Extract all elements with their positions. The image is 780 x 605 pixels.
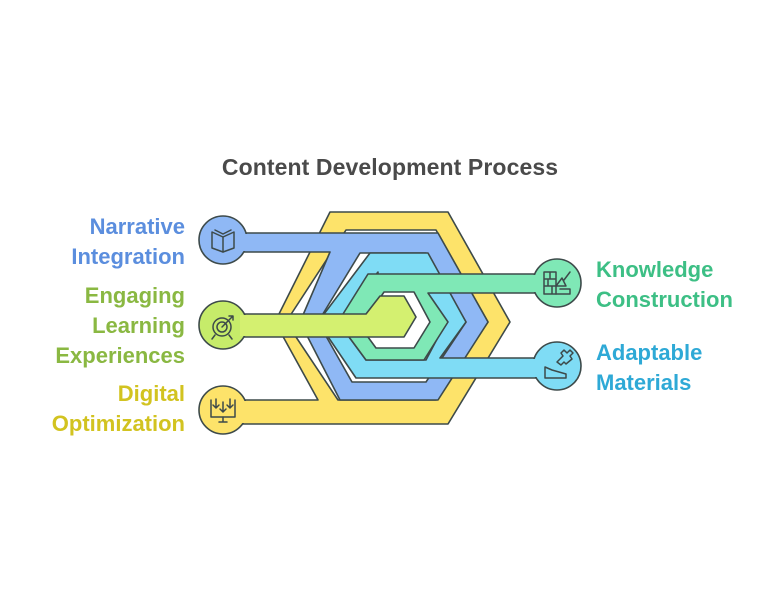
label-line: Integration [71,244,185,269]
diagram-title: Content Development Process [221,154,559,180]
label-line: Adaptable [596,340,703,365]
label-digital-optimization: Digital Optimization [52,379,185,439]
circle-adaptable [532,341,582,391]
circle-knowledge [532,258,582,308]
brick-wall-trowel-icon [543,271,571,295]
label-line: Optimization [51,411,185,436]
band-engaging-learning-experiences [231,295,417,338]
target-arrow-icon [211,315,234,340]
label-line: Materials [596,370,692,395]
open-book-icon [211,229,235,253]
label-line: Engaging [84,283,185,308]
label-line: Knowledge [596,257,714,282]
label-knowledge-construction: Knowledge Construction [596,255,733,315]
label-line: Learning [92,313,185,338]
label-line: Digital [117,381,185,406]
monitor-download-icon [210,398,236,423]
label-line: Narrative [89,214,185,239]
hand-puzzle-icon [544,349,574,379]
label-line: Experiences [55,343,185,368]
label-engaging-learning-experiences: Engaging Learning Experiences [55,281,185,371]
label-narrative-integration: Narrative Integration [71,212,185,272]
label-line: Construction [596,287,733,312]
label-adaptable-materials: Adaptable Materials [596,338,702,398]
